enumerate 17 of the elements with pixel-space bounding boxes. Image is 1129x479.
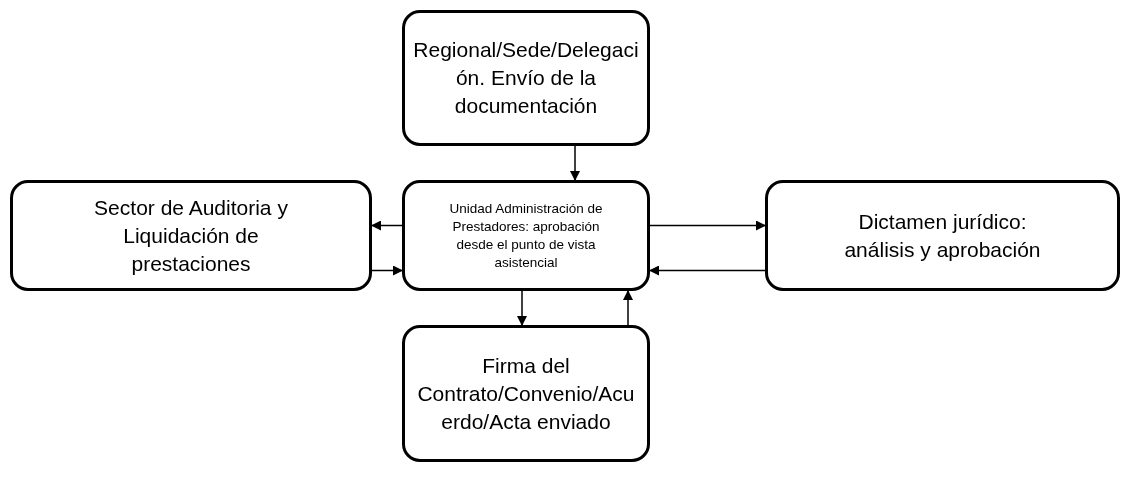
process-box — [402, 325, 650, 462]
process-box — [10, 180, 372, 291]
process-box — [402, 180, 650, 291]
arrow — [371, 265, 403, 276]
arrow — [649, 265, 766, 276]
arrow — [623, 290, 633, 326]
process-box — [402, 10, 650, 146]
arrow — [570, 145, 580, 181]
box-text: Firma del Contrato/Convenio/Acuerdo/Acta enviado — [416, 352, 636, 435]
box-text: Dictamen jurídico: análisis y aprobación — [843, 208, 1042, 263]
process-box — [765, 180, 1120, 291]
arrow — [371, 220, 403, 231]
box-text: Sector de Auditoria y Liquidación de prestaciones — [93, 194, 289, 277]
box-text: Regional/Sede/Delegación. Envío de la documentación — [413, 37, 639, 119]
box-text: Unidad Administración de Prestadores: aprobación desde el punto de vista asistencial — [448, 199, 604, 272]
arrow — [517, 290, 527, 326]
arrow — [649, 220, 766, 231]
